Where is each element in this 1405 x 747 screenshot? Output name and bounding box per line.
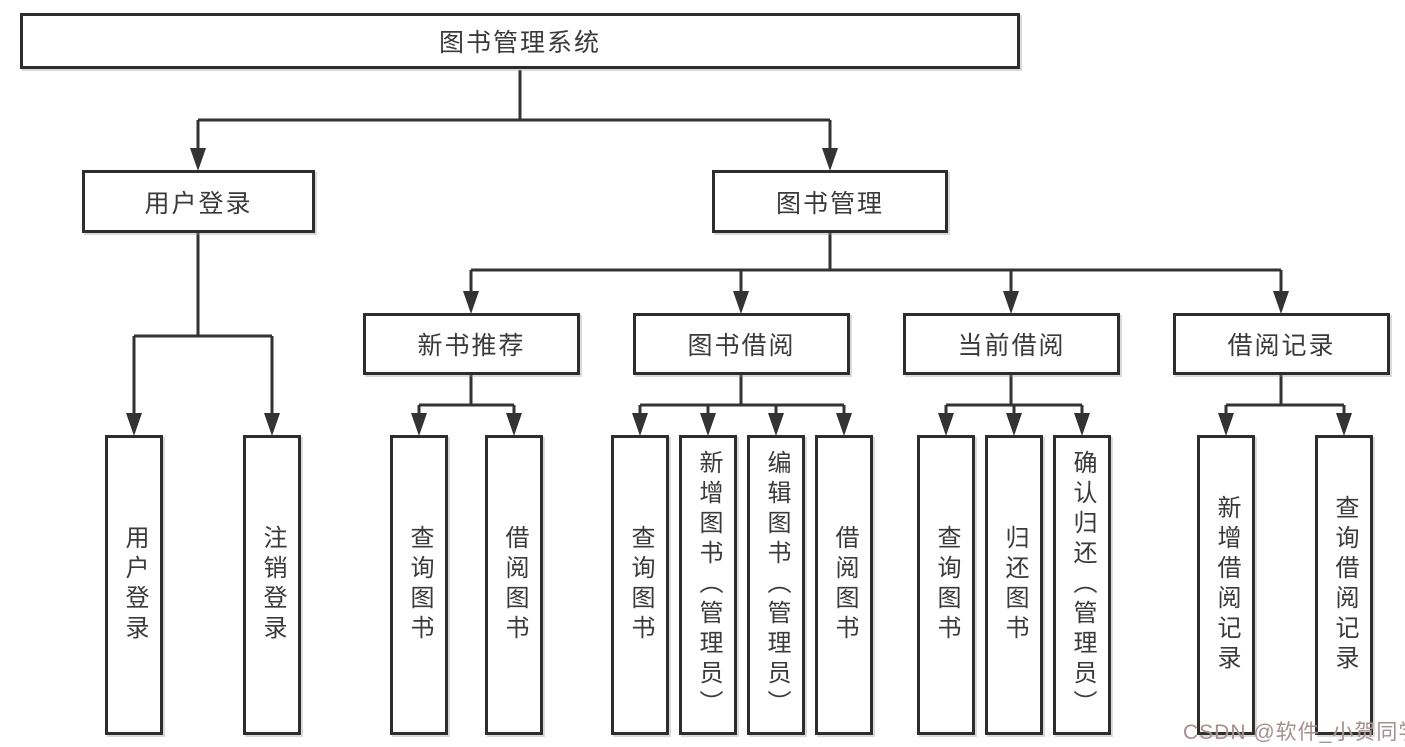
node-new-book-rec: 新书推荐 [363,313,580,375]
node-leaf-record-add: 新增借阅记录 [1197,435,1255,735]
node-leaf-user-login: 用户登录 [105,435,163,735]
arrowheads [126,148,1352,436]
node-leaf-borrow-add: 新增图书（管理员） [679,435,737,735]
node-leaf-newbook-borrow: 借阅图书 [485,435,543,735]
node-book-mgmt: 图书管理 [712,170,948,233]
node-leaf-borrow-edit: 编辑图书（管理员） [747,435,805,735]
node-leaf-current-confirm: 确认归还（管理员） [1053,435,1111,735]
node-leaf-current-query: 查询图书 [917,435,975,735]
node-leaf-current-return: 归还图书 [985,435,1043,735]
node-leaf-record-query: 查询借阅记录 [1315,435,1373,735]
node-leaf-borrow-query: 查询图书 [611,435,669,735]
node-leaf-newbook-query: 查询图书 [390,435,448,735]
node-leaf-logout: 注销登录 [243,435,301,735]
node-current-borrow: 当前借阅 [903,313,1120,375]
node-borrow-record: 借阅记录 [1173,313,1390,375]
node-leaf-borrow-borrow: 借阅图书 [815,435,873,735]
node-user-login: 用户登录 [82,170,315,233]
node-book-borrow: 图书借阅 [633,313,850,375]
node-root: 图书管理系统 [20,13,1020,69]
csdn-watermark: CSDN @软件_小贺同学 [1183,721,1405,744]
